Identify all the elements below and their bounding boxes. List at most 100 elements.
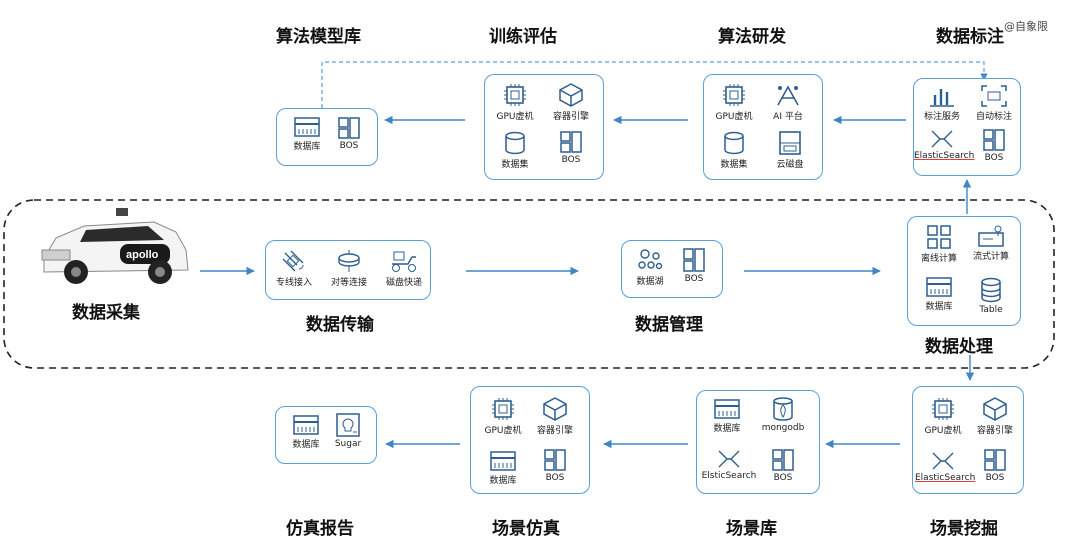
title-labeling: 数据标注 xyxy=(936,27,1004,47)
ai-platform-icon xyxy=(777,85,799,106)
bos-storage-icon xyxy=(772,449,794,471)
box-train-eval: GPU虚机 容器引擎 数据集 BOS xyxy=(484,74,604,180)
database-rack-icon xyxy=(926,277,952,297)
item-database: 数据库 xyxy=(278,415,334,450)
title-sim: 场景仿真 xyxy=(492,519,560,539)
item-peer-connection: 对等连接 xyxy=(321,249,377,288)
elasticsearch-icon xyxy=(718,450,740,468)
box-algo-dev: GPU虚机 AI 平台 数据集 云磁盘 xyxy=(703,74,823,180)
title-algo-dev: 算法研发 xyxy=(718,27,786,47)
container-cube-icon xyxy=(543,397,567,421)
title-collect: 数据采集 xyxy=(72,303,140,323)
bos-storage-icon xyxy=(984,449,1006,471)
item-bos: BOS xyxy=(966,129,1022,163)
item-mongodb: mongodb xyxy=(755,397,811,433)
item-elasticsearch: ElsticSearch xyxy=(701,449,757,481)
car-logo-text: apollo xyxy=(126,249,159,261)
mongodb-icon xyxy=(773,397,793,421)
dataset-cylinder-icon xyxy=(724,131,744,155)
bos-storage-icon xyxy=(983,129,1005,151)
item-dataset: 数据集 xyxy=(487,131,543,170)
item-label-service: 标注服务 xyxy=(914,85,970,122)
auto-label-icon xyxy=(981,85,1007,107)
cloud-disk-icon xyxy=(779,131,801,155)
database-rack-icon xyxy=(293,415,319,435)
item-bos: BOS xyxy=(543,131,599,165)
database-rack-icon xyxy=(714,399,740,419)
box-model-repo: 数据库 BOS xyxy=(276,108,378,166)
item-ai-platform: AI 平台 xyxy=(760,83,816,122)
delivery-scooter-icon xyxy=(392,251,416,272)
database-rack-icon xyxy=(294,117,320,137)
item-container-engine: 容器引擎 xyxy=(527,397,583,436)
item-container-engine: 容器引擎 xyxy=(543,83,599,122)
bos-storage-icon xyxy=(338,117,360,139)
item-database: 数据库 xyxy=(699,399,755,434)
box-sim-report: 数据库 Sugar xyxy=(275,406,377,464)
grid-compute-icon xyxy=(927,225,951,249)
database-rack-icon xyxy=(490,451,516,471)
bos-storage-icon xyxy=(683,248,705,272)
watermark: @自象限 xyxy=(1004,20,1048,33)
item-dataset: 数据集 xyxy=(706,131,762,170)
item-table: Table xyxy=(963,277,1019,315)
gpu-chip-icon xyxy=(932,398,954,420)
title-sim-report: 仿真报告 xyxy=(286,519,354,539)
title-mining: 场景挖掘 xyxy=(930,519,998,539)
item-elasticsearch: ElasticSearch xyxy=(914,129,974,161)
title-scene-repo: 场景库 xyxy=(726,519,777,539)
container-cube-icon xyxy=(983,397,1007,421)
item-bos: BOS xyxy=(967,449,1023,483)
item-gpu-vm: GPU虚机 xyxy=(487,83,543,122)
gpu-chip-icon xyxy=(504,84,526,106)
item-database: 数据库 xyxy=(911,277,967,312)
item-data-lake: 数据湖 xyxy=(622,248,678,287)
data-lake-icon xyxy=(638,249,663,270)
gpu-chip-icon xyxy=(723,84,745,106)
item-offline-compute: 离线计算 xyxy=(911,225,967,264)
item-gpu-vm: GPU虚机 xyxy=(915,397,971,436)
item-auto-label: 自动标注 xyxy=(966,85,1022,122)
sugar-bulb-icon xyxy=(336,413,360,437)
elasticsearch-icon xyxy=(932,452,954,470)
feedback-line xyxy=(321,61,988,108)
dataset-cylinder-icon xyxy=(505,131,525,155)
item-disk-express: 磁盘快递 xyxy=(376,249,432,288)
item-bos: BOS xyxy=(666,248,722,284)
item-database: 数据库 xyxy=(475,451,531,486)
bos-storage-icon xyxy=(544,449,566,471)
elasticsearch-icon xyxy=(931,130,953,148)
item-gpu-vm: GPU虚机 xyxy=(475,397,531,436)
title-manage: 数据管理 xyxy=(635,315,703,335)
title-transfer: 数据传输 xyxy=(306,315,374,335)
box-process: 离线计算 流式计算 数据库 Table xyxy=(907,216,1021,326)
stream-compute-icon xyxy=(978,225,1004,247)
box-labeling: 标注服务 自动标注 ElasticSearch BOS xyxy=(913,78,1021,176)
title-model-repo: 算法模型库 xyxy=(276,27,361,47)
item-bos: BOS xyxy=(321,117,377,151)
container-cube-icon xyxy=(559,83,583,107)
title-process: 数据处理 xyxy=(925,337,993,357)
bos-storage-icon xyxy=(560,131,582,153)
item-bos: BOS xyxy=(755,449,811,483)
item-database: 数据库 xyxy=(279,117,335,152)
box-transfer: 专线接入 对等连接 磁盘快递 xyxy=(265,240,431,300)
box-scene-repo: 数据库 mongodb ElsticSearch BOS xyxy=(696,390,820,494)
satellite-icon xyxy=(282,250,304,272)
item-stream-compute: 流式计算 xyxy=(963,225,1019,262)
box-sim: GPU虚机 容器引擎 数据库 BOS xyxy=(470,386,590,494)
core-pipeline-region xyxy=(3,199,1055,369)
autonomous-car: apollo xyxy=(36,206,192,296)
gpu-chip-icon xyxy=(492,398,514,420)
box-manage: 数据湖 BOS xyxy=(621,240,723,298)
item-bos: BOS xyxy=(527,449,583,483)
item-cloud-disk: 云磁盘 xyxy=(762,131,818,170)
item-dedicated-line: 专线接入 xyxy=(266,249,322,288)
car-image xyxy=(41,208,189,284)
item-gpu-vm: GPU虚机 xyxy=(706,83,762,122)
item-elasticsearch: ElasticSearch xyxy=(915,451,975,483)
title-train-eval: 训练评估 xyxy=(489,27,557,47)
table-stack-icon xyxy=(981,277,1001,303)
item-sugar: Sugar xyxy=(320,413,376,449)
